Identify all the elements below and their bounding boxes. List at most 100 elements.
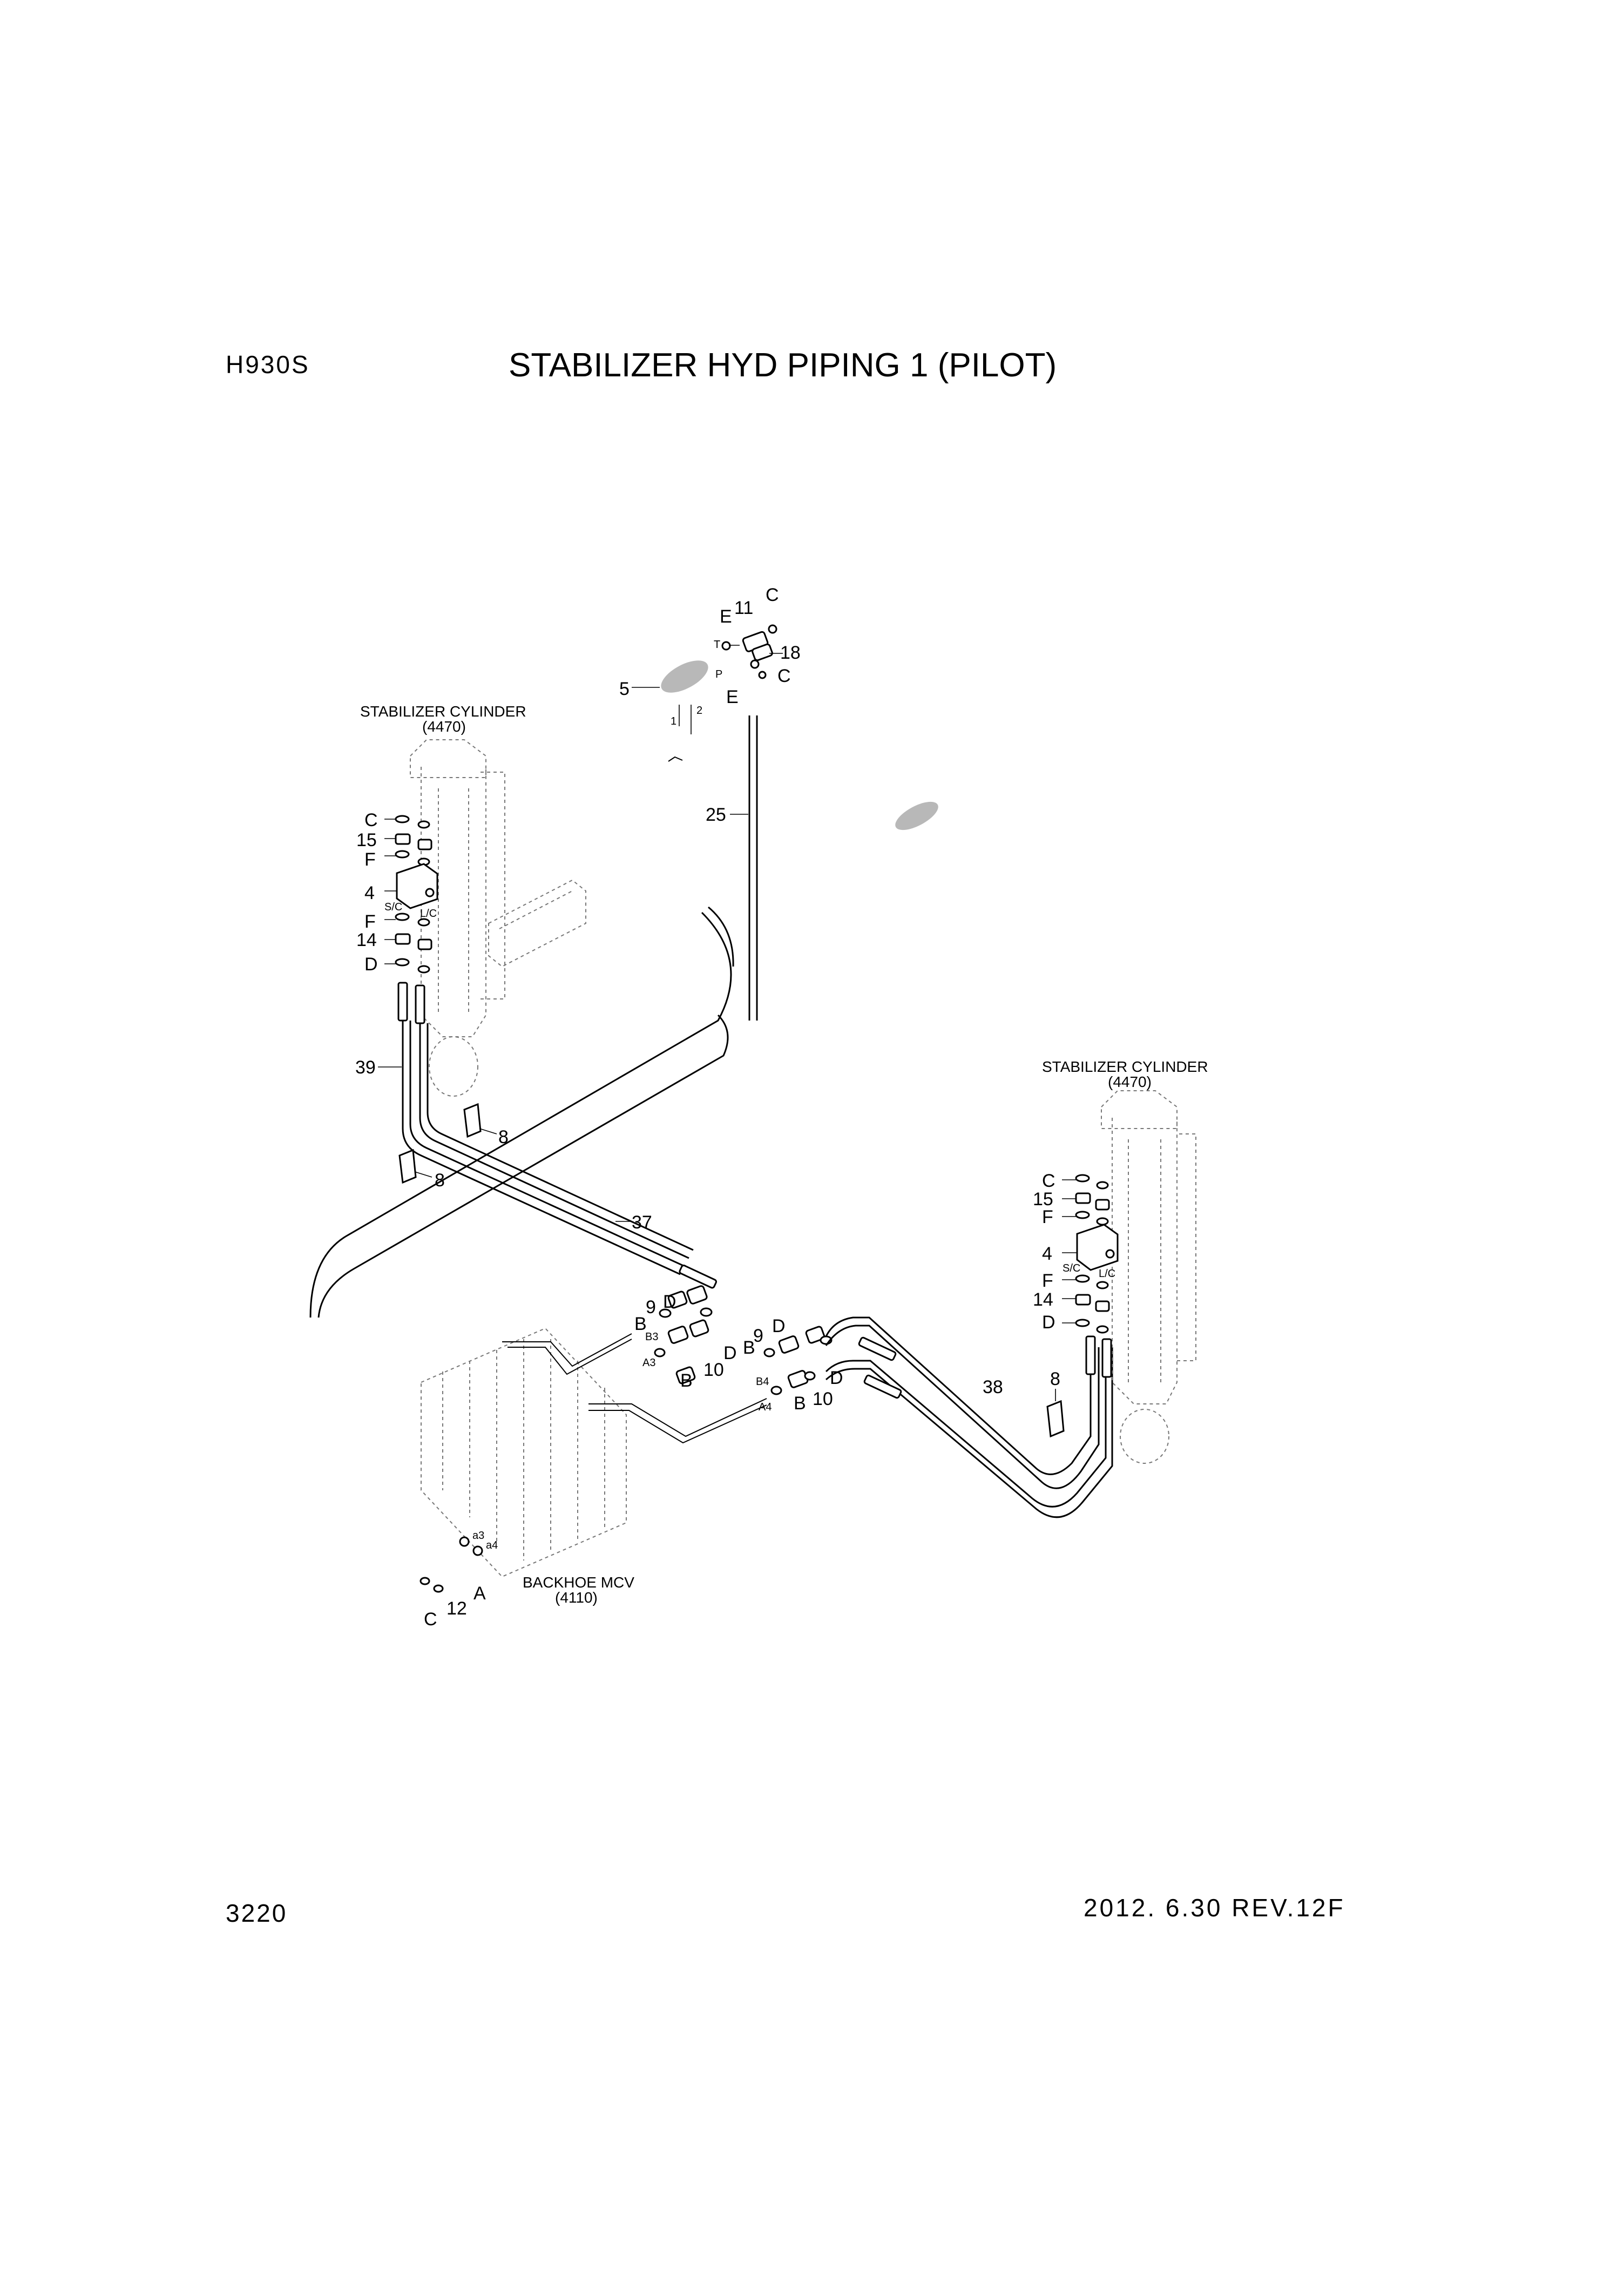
port-right-lc: L/C (1099, 1268, 1115, 1280)
callout-left-14: 14 (356, 930, 377, 950)
left-cylinder-name: STABILIZER CYLINDER (360, 703, 526, 720)
seal-ring-c-lower (758, 671, 767, 679)
connector-18 (752, 643, 773, 661)
callout-center-9-right: 9 (753, 1326, 763, 1346)
port-right-sc: S/C (1063, 1262, 1080, 1274)
center-right-fittings: 9 D B B4 A4 D B 10 (743, 1316, 843, 1414)
clamp-8-right: 8 (1046, 1369, 1065, 1438)
callout-37: 37 (632, 1212, 652, 1233)
callout-left-d: D (364, 954, 378, 975)
right-valve-stack: C 15 F 4 S/C L/C F 14 D (1033, 1171, 1119, 1378)
seal-ring-a (419, 1577, 430, 1585)
seal-ring-c-top (768, 624, 777, 634)
callout-right-d: D (1042, 1312, 1055, 1333)
seal-ring-e (721, 641, 731, 651)
hose-39: 39 (355, 982, 694, 1275)
callout-center-10: 10 (703, 1360, 724, 1380)
callout-left-4: 4 (364, 883, 375, 903)
right-cylinder-code: (4470) (1108, 1073, 1152, 1090)
model-code: H930S (226, 350, 310, 379)
port-a4: A4 (759, 1401, 772, 1413)
callout-top-e: E (720, 606, 732, 627)
port-b3: B3 (645, 1331, 658, 1343)
port-a3-fitting (459, 1536, 470, 1547)
mcv-code: (4110) (555, 1589, 598, 1606)
callout-center-d-right: D (772, 1316, 786, 1336)
callout-25: 25 (706, 805, 726, 825)
port-a4-lower: a4 (486, 1539, 498, 1551)
ghost-valve-block (488, 879, 586, 968)
callout-8-right: 8 (1050, 1369, 1060, 1389)
check-valve-4-right (1076, 1224, 1119, 1271)
callout-center-d: D (663, 1292, 676, 1312)
callout-left-c: C (364, 810, 378, 830)
port-a4-fitting (472, 1545, 483, 1556)
port-label-t: T (714, 639, 720, 651)
adapter-15-left (395, 833, 411, 845)
callout-right-15: 15 (1033, 1189, 1053, 1210)
port-a3: A3 (642, 1357, 655, 1369)
callout-right-f-lower: F (1042, 1271, 1053, 1291)
clamps-8-left: 8 8 (398, 1103, 509, 1191)
callout-right-c: C (1042, 1171, 1055, 1191)
callout-38: 38 (983, 1377, 1003, 1397)
callout-right-14: 14 (1033, 1289, 1053, 1310)
callout-top-11: 11 (734, 598, 753, 618)
callout-39: 39 (355, 1057, 376, 1078)
floating-clamp-part (895, 801, 938, 830)
callout-left-15: 15 (356, 830, 377, 850)
port-left-sc: S/C (384, 901, 402, 913)
callout-center-b-right: B (743, 1337, 755, 1358)
callout-center-b-right-lower: B (794, 1393, 806, 1414)
mcv-name: BACKHOE MCV (523, 1574, 634, 1591)
callout-mcv-c: C (424, 1609, 437, 1630)
revision-date: 2012. 6.30 REV.12F (1084, 1894, 1345, 1922)
page-title: STABILIZER HYD PIPING 1 (PILOT) (509, 347, 1057, 384)
hose-37: 37 (615, 1212, 718, 1289)
callout-right-f: F (1042, 1207, 1053, 1227)
callout-1: 1 (671, 715, 676, 727)
check-valve-4-left (396, 863, 438, 909)
callout-mcv-a: A (473, 1583, 486, 1604)
left-valve-stack: C 15 F 4 S/C L/C F 14 D (356, 810, 438, 975)
adapter-14-left (395, 933, 411, 945)
left-cylinder-code: (4470) (422, 718, 466, 735)
callout-8-left-b: 8 (435, 1170, 445, 1191)
port-b4: B4 (756, 1376, 769, 1388)
callout-center-d-lower: D (723, 1343, 737, 1363)
callout-center-9: 9 (646, 1297, 656, 1318)
right-stabilizer-cylinder (1101, 1090, 1196, 1464)
seal-d-left (395, 958, 410, 967)
port-a3-lower: a3 (472, 1530, 484, 1542)
seal-c-left (395, 815, 410, 823)
callout-center-10-right: 10 (813, 1389, 833, 1409)
top-fitting-group: E 11 C T 18 P C E 5 1 2 (619, 585, 938, 830)
callout-top-c: C (766, 585, 779, 605)
callout-top-18: 18 (780, 643, 801, 663)
right-cylinder-name: STABILIZER CYLINDER (1042, 1058, 1208, 1075)
callout-8-left-a: 8 (498, 1127, 509, 1147)
callout-top-e-lower: E (726, 687, 739, 707)
callout-center-b-lower: B (680, 1370, 693, 1391)
clamp-part-5 (661, 660, 708, 693)
callout-top-c-lower: C (777, 666, 791, 686)
backhoe-mcv: a3 a4 (419, 1327, 767, 1593)
callout-right-4: 4 (1042, 1244, 1052, 1264)
callout-left-f-lower: F (364, 911, 376, 932)
seal-f-left-lower (395, 913, 410, 921)
callout-2: 2 (696, 705, 702, 717)
page-number: 3220 (226, 1899, 288, 1927)
callout-center-b: B (634, 1314, 647, 1334)
seal-f-left (395, 850, 410, 859)
port-label-p: P (715, 668, 722, 680)
port-left-lc: L/C (420, 908, 437, 920)
callout-5: 5 (619, 679, 630, 699)
hose-38: 38 (825, 1316, 1113, 1518)
hose-25: 25 (706, 715, 758, 1021)
pilot-hose-arc (309, 906, 734, 1318)
callout-left-f: F (364, 849, 376, 870)
seal-ring-e-lower (750, 659, 760, 669)
callout-mcv-12: 12 (446, 1598, 467, 1619)
small-bolt-part (668, 756, 683, 762)
